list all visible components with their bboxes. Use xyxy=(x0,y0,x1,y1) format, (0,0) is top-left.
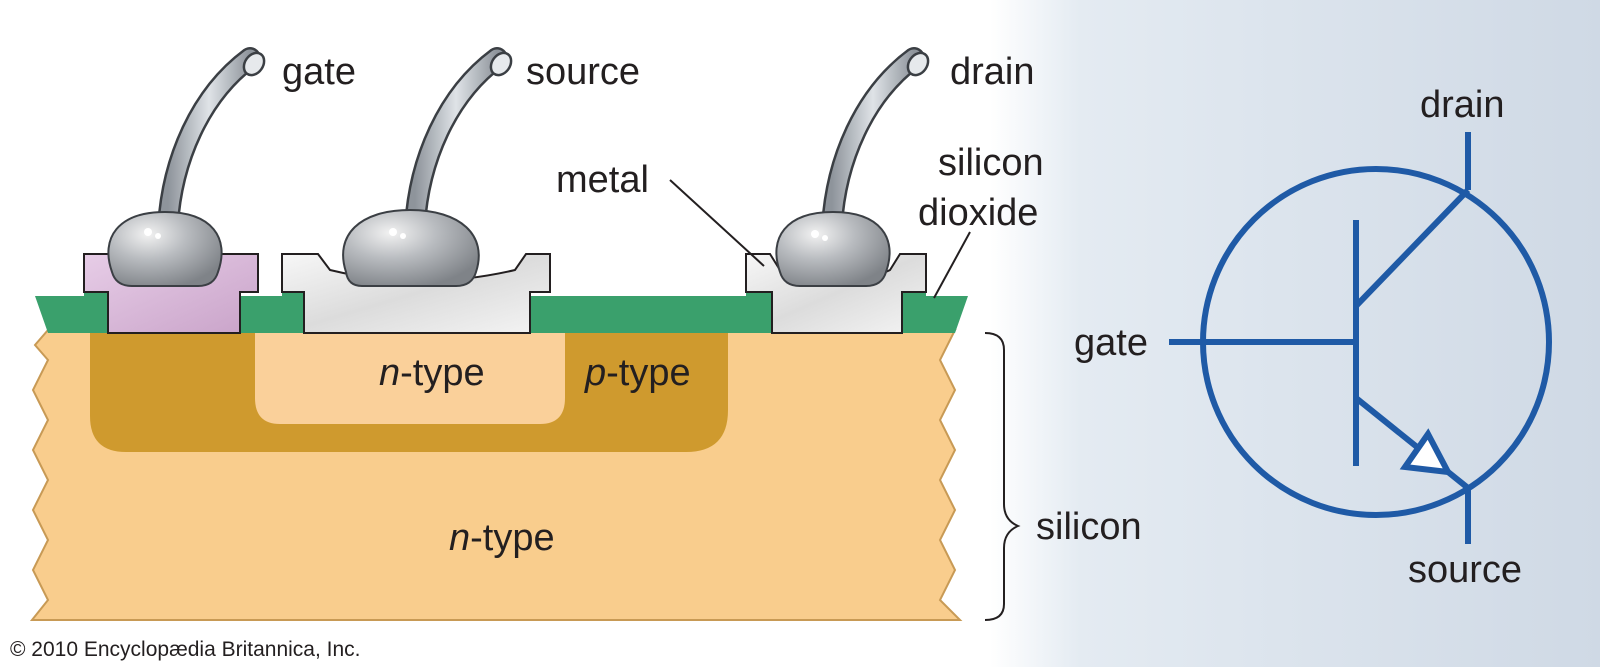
gate-wire xyxy=(159,49,259,235)
source-label: source xyxy=(526,51,640,93)
drain-label: drain xyxy=(950,51,1035,93)
gate-label: gate xyxy=(282,51,356,93)
gate-blob-highlight xyxy=(144,228,152,236)
source-solder-blob xyxy=(342,208,480,287)
source-blob-highlight xyxy=(400,233,406,239)
drain-wire xyxy=(823,49,923,235)
copyright-notice: © 2010 Encyclopædia Britannica, Inc. xyxy=(10,638,361,661)
drain-blob-highlight xyxy=(822,235,828,241)
silicon-dioxide-label-line1: silicon xyxy=(938,142,1044,184)
gate-blob-highlight xyxy=(155,233,161,239)
gate-solder-blob xyxy=(107,210,223,287)
p-type-letter: p xyxy=(584,352,606,394)
drain-blob-highlight xyxy=(811,230,819,238)
n-type-region xyxy=(255,330,565,424)
transistor-symbol xyxy=(1169,132,1552,544)
symbol-gate-label: gate xyxy=(1074,322,1148,364)
metal-label: metal xyxy=(556,159,649,201)
n-type-substrate-label: n-type xyxy=(449,517,555,559)
source-blob-highlight xyxy=(389,228,397,236)
symbol-arrow-icon xyxy=(1399,428,1454,476)
type-suffix: -type xyxy=(470,517,554,559)
n-type-region-label: n-type xyxy=(379,352,485,394)
gate-wire-end-icon xyxy=(242,51,266,77)
n-type-letter: n xyxy=(449,517,470,559)
silicon-brace xyxy=(984,332,1021,621)
n-type-letter: n xyxy=(379,352,400,394)
p-type-region-label: p-type xyxy=(584,352,691,394)
metal-leader-line xyxy=(669,179,765,267)
type-suffix: -type xyxy=(606,352,690,394)
silicon-dioxide-layer xyxy=(530,292,772,333)
drain-solder-blob xyxy=(775,210,891,287)
type-suffix: -type xyxy=(400,352,484,394)
silicon-dioxide-layer xyxy=(35,292,108,333)
symbol-drain-label: drain xyxy=(1420,84,1505,126)
symbol-drain-diagonal xyxy=(1353,187,1471,309)
silicon-dioxide-label-line2: dioxide xyxy=(918,192,1038,234)
source-wire xyxy=(406,49,506,235)
silicon-dioxide-layer xyxy=(240,292,304,333)
silicon-dioxide-leader-line xyxy=(933,231,971,299)
silicon-label: silicon xyxy=(1036,506,1142,548)
symbol-source-label: source xyxy=(1408,549,1522,591)
silicon-dioxide-layer xyxy=(902,292,968,333)
drain-wire-end-icon xyxy=(906,51,930,77)
source-wire-end-icon xyxy=(489,51,513,77)
